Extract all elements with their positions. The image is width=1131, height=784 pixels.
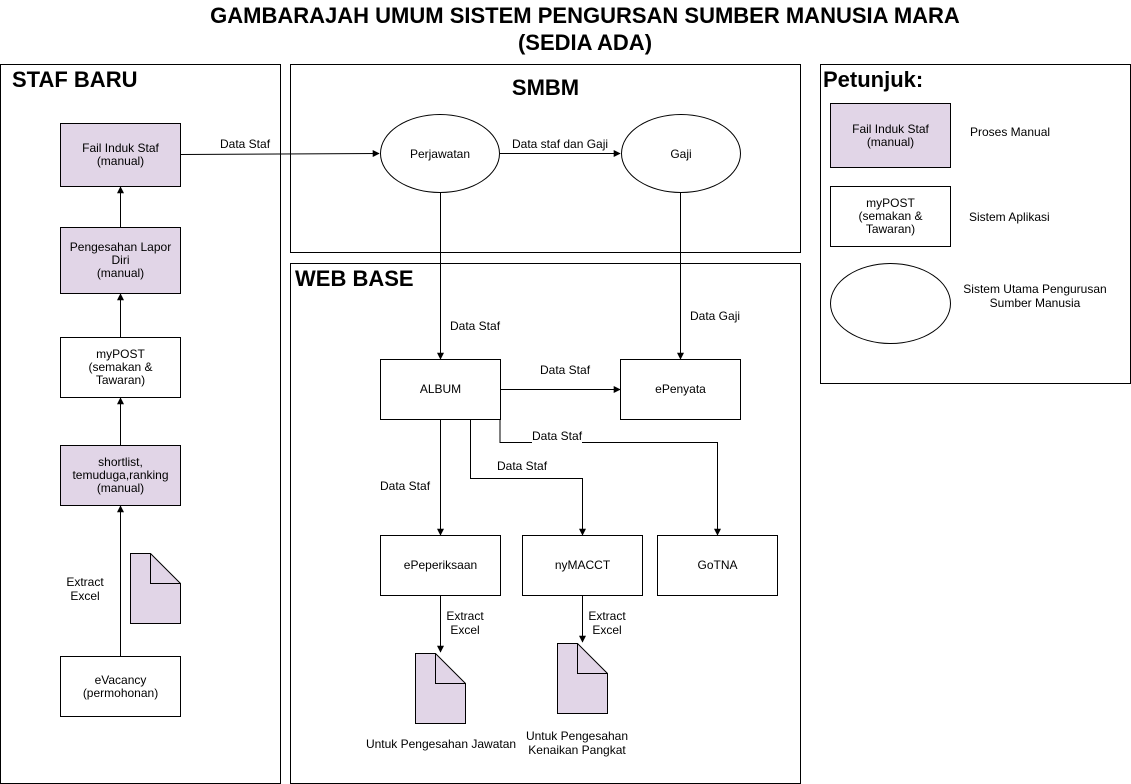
edge-label-data-staf-gotna: Data Staf	[532, 429, 583, 443]
edge-album-gotna	[499, 420, 721, 536]
shortlist-box: shortlist, temuduga,ranking (manual)	[60, 445, 181, 506]
document-icon-excel-pangkat	[557, 643, 608, 714]
legend-manual-box: Fail Induk Staf (manual)	[830, 103, 951, 168]
evacancy-box: eVacancy (permohonan)	[60, 656, 181, 717]
document-icon-excel-jawatan	[415, 653, 466, 724]
edge-label-data-staf-gaji: Data staf dan Gaji	[512, 137, 609, 151]
album-box: ALBUM	[380, 359, 501, 420]
legend-manual-desc: Proses Manual	[970, 125, 1051, 139]
legend-main-desc: Sistem Utama Pengurusan Sumber Manusia	[963, 282, 1107, 310]
extract-excel-label-2: Extract Excel	[588, 609, 626, 637]
extract-excel-label-staf-baru: Extract Excel	[66, 575, 104, 603]
gaji-ellipse: Gaji	[621, 114, 741, 193]
document-icon-excel-staf-baru	[130, 553, 181, 624]
legend-app-desc: Sistem Aplikasi	[969, 210, 1050, 224]
extract-excel-label-1: Extract Excel	[446, 609, 484, 637]
document-fold-2	[435, 653, 466, 684]
edge-album-mymacct	[470, 420, 586, 536]
edge-label-data-staf-mymacct: Data Staf	[497, 459, 548, 473]
panel-title-petunjuk: Petunjuk:	[823, 67, 924, 92]
doc-caption-jawatan: Untuk Pengesahan Jawatan	[365, 737, 517, 751]
epeperiksaan-box: ePeperiksaan	[380, 535, 501, 596]
mymacct-box: nyMACCT	[522, 535, 643, 596]
panel-title-web-base: WEB BASE	[295, 266, 414, 291]
edge-label-data-staf-epeperiksaan: Data Staf	[380, 479, 431, 493]
panel-title-staf-baru: STAF BARU	[12, 67, 138, 92]
perjawatan-ellipse: Perjawatan	[380, 114, 500, 193]
fail-induk-staf-box: Fail Induk Staf (manual)	[60, 123, 181, 187]
panel-title-smbm: SMBM	[511, 75, 580, 100]
edge-label-data-staf-album: Data Staf	[450, 319, 501, 333]
edge-label-data-gaji: Data Gaji	[690, 309, 741, 323]
edge-failinduk-perjawatan	[180, 150, 380, 158]
pengesahan-lapor-diri-box: Pengesahan Lapor Diri (manual)	[60, 227, 181, 294]
edge-label-data-staf-epenyata: Data Staf	[540, 363, 591, 377]
diagram-title: GAMBARAJAH UMUM SISTEM PENGURSAN SUMBER …	[210, 3, 960, 55]
epenyata-box: ePenyata	[620, 359, 741, 420]
legend-main-ellipse	[830, 263, 951, 344]
doc-caption-pangkat: Untuk Pengesahan Kenaikan Pangkat	[525, 729, 629, 757]
document-fold-1	[150, 553, 181, 584]
document-fold-3	[577, 643, 608, 674]
gotna-box: GoTNA	[657, 535, 778, 596]
edge-label-data-staf-main: Data Staf	[220, 137, 271, 151]
mypost-box: myPOST (semakan & Tawaran)	[60, 337, 181, 398]
panel-web-base: WEB BASE	[290, 263, 801, 784]
legend-app-box: myPOST (semakan & Tawaran)	[830, 186, 951, 247]
